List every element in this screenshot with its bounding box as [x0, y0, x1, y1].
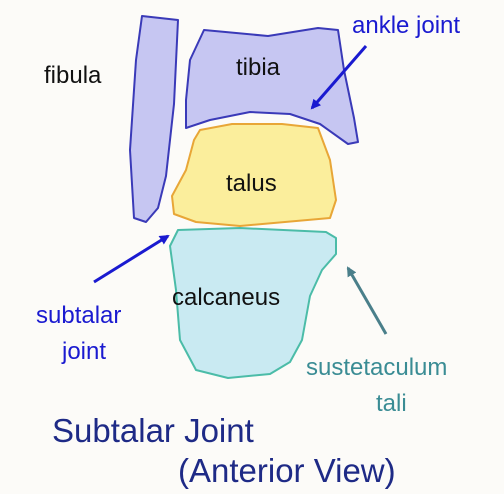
ankle-joint-label: ankle joint: [352, 12, 461, 39]
subtalar-joint-label-line1: subtalar: [36, 302, 122, 329]
talus-label: talus: [226, 170, 277, 197]
fibula-label: fibula: [44, 62, 102, 89]
fibula-bone: [129, 15, 179, 223]
diagram-title-line2: (Anterior View): [178, 452, 396, 489]
ankle-joint-arrow: [310, 45, 368, 110]
tibia-bone: [185, 27, 359, 145]
sustentaculum-arrow: [346, 266, 388, 335]
subtalar-joint-label-line2: joint: [62, 338, 107, 365]
sustentaculum-label-line2: tali: [376, 390, 407, 417]
diagram-title-line1: Subtalar Joint: [52, 412, 254, 449]
tibia-label: tibia: [236, 54, 281, 81]
talus-bone: [171, 123, 337, 227]
subtalar-joint-arrow: [93, 234, 170, 284]
calcaneus-bone: [169, 227, 337, 379]
sustentaculum-label-line1: sustetaculum: [306, 354, 448, 381]
calcaneus-label: calcaneus: [172, 284, 281, 311]
